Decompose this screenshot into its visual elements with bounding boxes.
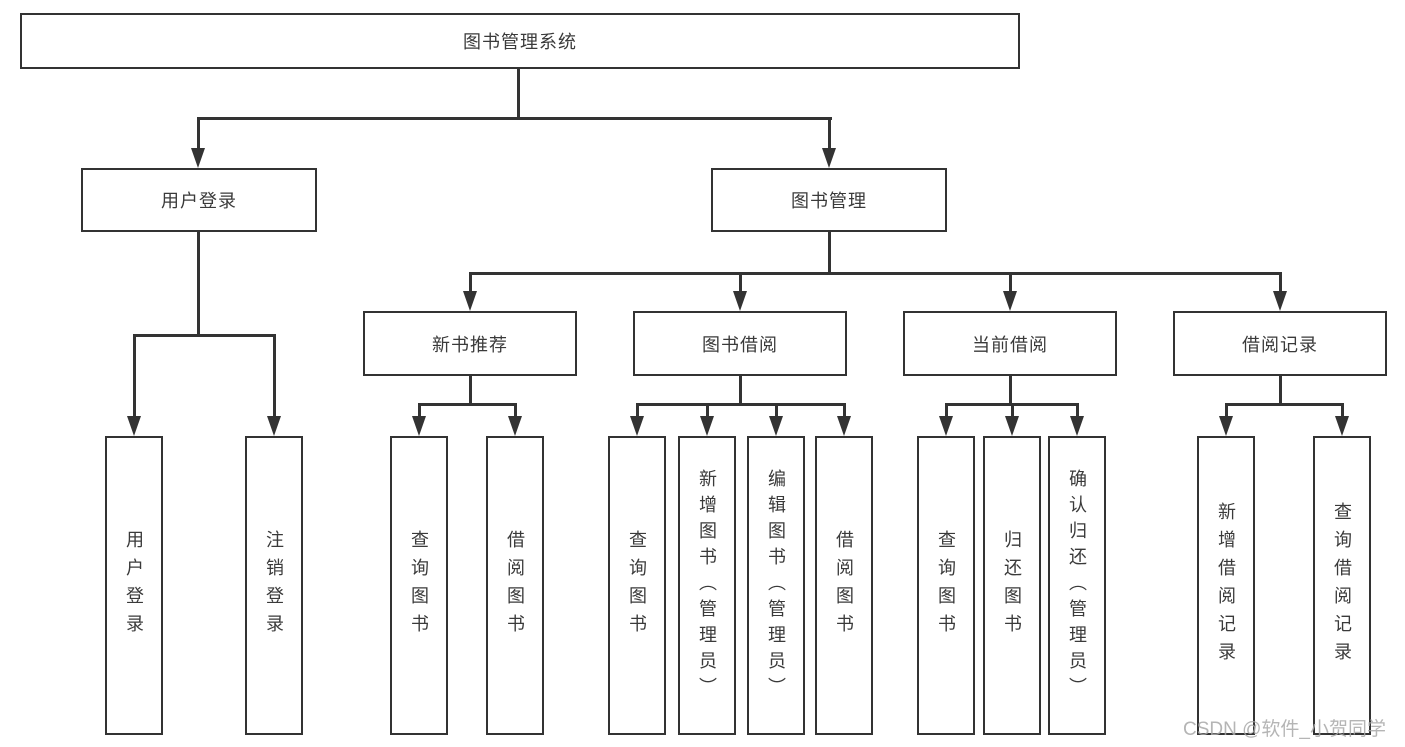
node-label: 归还图书 [1002,529,1022,642]
arrow-down-icon [837,416,851,436]
arrow-down-icon [1070,416,1084,436]
node-label: 查询图书 [936,529,956,642]
arrow-down-icon [1005,416,1019,436]
node-label: 查询借阅记录 [1332,501,1352,670]
arrow-down-icon [769,416,783,436]
leaf-confirm-return-admin: 确认归还（管理员） [1048,436,1106,735]
node-label: 借阅图书 [505,529,525,642]
node-label: 用户登录 [124,529,144,642]
leaf-add-borrow-record: 新增借阅记录 [1197,436,1255,735]
node-label: 新书推荐 [432,334,508,355]
node-label: 确认归还（管理员） [1067,468,1087,703]
connector-line [514,403,517,419]
leaf-add-books-admin: 新增图书（管理员） [678,436,736,735]
arrow-down-icon [733,291,747,311]
node-label: 借阅记录 [1242,334,1318,355]
node-label: 当前借阅 [972,334,1048,355]
arrow-down-icon [1273,291,1287,311]
arrow-down-icon [1335,416,1349,436]
node-label: 用户登录 [161,191,237,211]
connector-line [1225,403,1228,419]
connector-line [843,403,846,419]
arrow-down-icon [412,416,426,436]
leaf-query-books-borrow: 查询图书 [608,436,666,735]
node-book-management-module: 图书管理 [711,168,947,232]
connector-line [469,272,472,294]
connector-line [739,272,742,294]
connector-line [945,403,948,419]
arrow-down-icon [267,416,281,436]
connector-line [828,117,831,151]
connector-line [418,403,517,406]
leaf-edit-books-admin: 编辑图书（管理员） [747,436,805,735]
arrow-down-icon [1219,416,1233,436]
node-new-book-recommend: 新书推荐 [363,311,577,376]
leaf-query-borrow-record: 查询借阅记录 [1313,436,1371,735]
arrow-down-icon [1003,291,1017,311]
node-label: 图书管理系统 [463,32,577,52]
connector-line [1225,403,1343,406]
connector-line [133,334,136,419]
connector-line [636,403,846,406]
connector-line [1009,272,1012,294]
connector-line [706,403,709,419]
node-label: 编辑图书（管理员） [766,468,786,703]
connector-line [739,376,742,406]
node-book-borrowing: 图书借阅 [633,311,847,376]
node-current-borrowing: 当前借阅 [903,311,1117,376]
node-label: 注销登录 [264,529,284,642]
arrow-down-icon [700,416,714,436]
connector-line [469,272,1282,275]
node-label: 图书借阅 [702,334,778,355]
leaf-borrow-books-recommend: 借阅图书 [486,436,544,735]
leaf-user-login: 用户登录 [105,436,163,735]
leaf-borrow-books: 借阅图书 [815,436,873,735]
connector-line [517,69,520,119]
connector-line [197,117,200,151]
connector-line [1279,272,1282,294]
connector-line [1076,403,1079,419]
arrow-down-icon [191,148,205,168]
node-label: 图书管理 [791,191,867,211]
node-label: 借阅图书 [834,529,854,642]
node-user-login-module: 用户登录 [81,168,317,232]
arrow-down-icon [508,416,522,436]
connector-line [1011,403,1014,419]
leaf-query-books-current: 查询图书 [917,436,975,735]
arrow-down-icon [463,291,477,311]
node-label: 新增图书（管理员） [697,468,717,703]
connector-line [418,403,421,419]
connector-line [273,334,276,419]
connector-line [636,403,639,419]
node-label: 新增借阅记录 [1216,501,1236,670]
leaf-logout: 注销登录 [245,436,303,735]
arrow-down-icon [822,148,836,168]
node-label: 查询图书 [627,529,647,642]
leaf-return-books: 归还图书 [983,436,1041,735]
node-label: 查询图书 [409,529,429,642]
connector-line [197,117,832,120]
connector-line [828,232,831,275]
connector-line [197,232,200,337]
node-borrow-records: 借阅记录 [1173,311,1387,376]
connector-line [1009,376,1012,406]
leaf-query-books-recommend: 查询图书 [390,436,448,735]
csdn-watermark: CSDN @软件_小贺同学 [1183,719,1386,740]
arrow-down-icon [630,416,644,436]
connector-line [469,376,472,406]
arrow-down-icon [939,416,953,436]
connector-line [1341,403,1344,419]
arrow-down-icon [127,416,141,436]
node-root-system: 图书管理系统 [20,13,1020,69]
connector-line [1279,376,1282,406]
connector-line [775,403,778,419]
connector-line [133,334,276,337]
